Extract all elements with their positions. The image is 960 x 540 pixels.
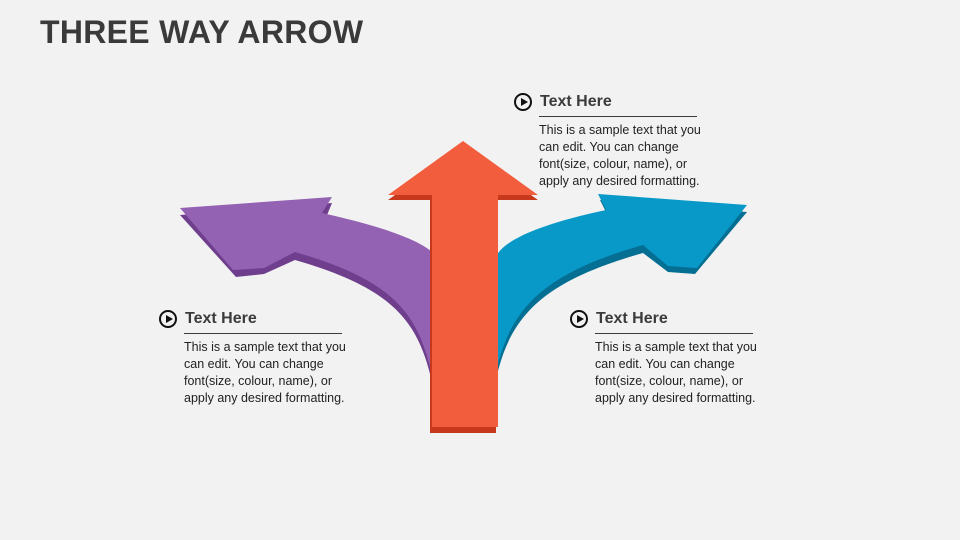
callout-right-heading: Text Here: [596, 310, 668, 327]
callout-right: Text Here This is a sample text that you…: [570, 307, 770, 407]
callout-left-underline: [184, 333, 342, 334]
play-circle-icon: [514, 93, 532, 111]
callout-top: Text Here This is a sample text that you…: [514, 90, 714, 190]
callout-top-heading: Text Here: [540, 93, 612, 110]
right-arrow: [497, 194, 747, 368]
slide-title: THREE WAY ARROW: [40, 14, 364, 50]
callout-left-body: This is a sample text that you can edit.…: [184, 340, 346, 405]
play-circle-icon: [570, 310, 588, 328]
callout-left: Text Here This is a sample text that you…: [159, 307, 359, 407]
callout-top-underline: [539, 116, 697, 117]
callout-right-body: This is a sample text that you can edit.…: [595, 340, 757, 405]
play-circle-icon: [159, 310, 177, 328]
left-arrow: [180, 197, 435, 375]
callout-top-body: This is a sample text that you can edit.…: [539, 123, 701, 188]
callout-left-heading: Text Here: [185, 310, 257, 327]
center-arrow: [388, 141, 538, 427]
callout-right-underline: [595, 333, 753, 334]
